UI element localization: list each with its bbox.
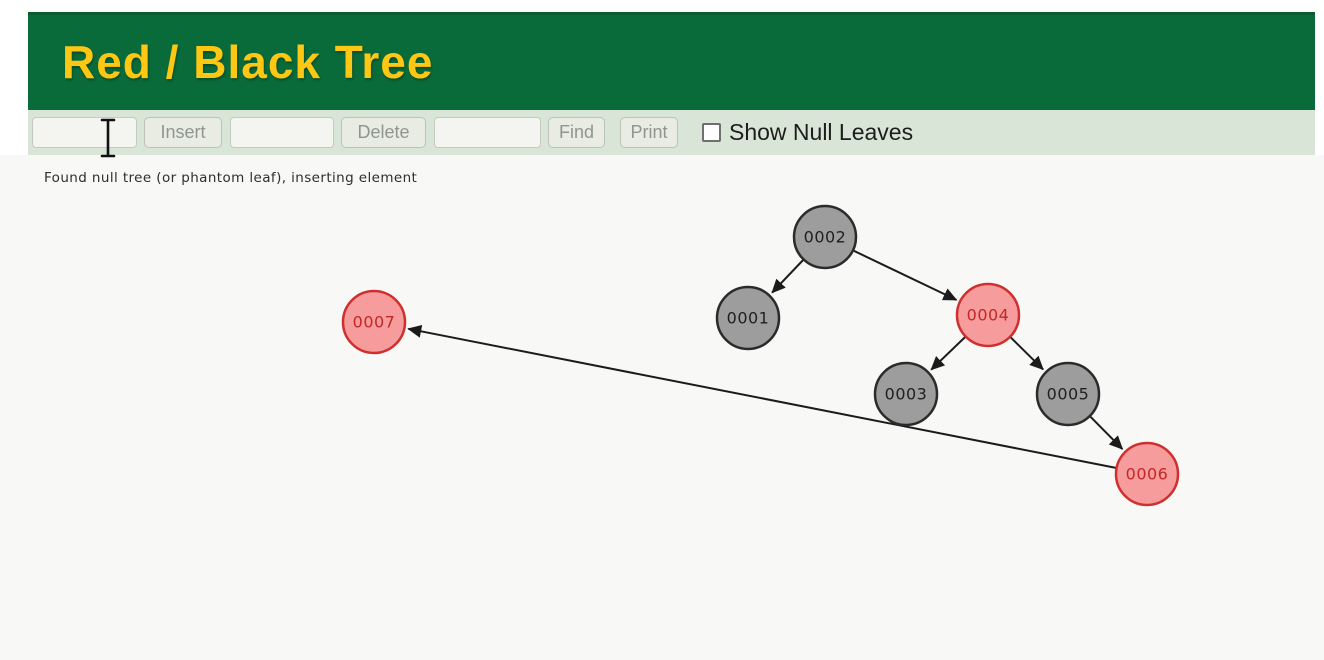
tree-edge-0004-0005 [1009, 336, 1044, 371]
tree-node-0006: 0006 [1114, 441, 1180, 507]
show-null-leaves-label: Show Null Leaves [729, 119, 914, 145]
print-button[interactable]: Print [620, 117, 678, 148]
tree-canvas-background [0, 155, 1324, 660]
status-message: Found null tree (or phantom leaf), inser… [44, 170, 418, 186]
svg-text:0002: 0002 [804, 228, 847, 247]
tree-node-0005: 0005 [1035, 361, 1101, 427]
svg-text:0005: 0005 [1047, 385, 1090, 404]
svg-text:0001: 0001 [727, 309, 770, 328]
tree-edge-0002-0001 [771, 258, 805, 294]
show-null-leaves-checkbox[interactable] [702, 123, 721, 142]
app-header: Red / Black Tree [28, 12, 1315, 110]
toolbar: Insert Delete Find Print Show Null Leave… [28, 110, 1315, 155]
tree-edge-0005-0006 [1089, 415, 1124, 450]
delete-button[interactable]: Delete [341, 117, 426, 148]
tree-edge-0004-0003 [930, 335, 967, 371]
tree-node-0001: 0001 [715, 285, 781, 351]
tree-node-0003: 0003 [873, 361, 939, 427]
svg-text:0007: 0007 [353, 313, 396, 332]
find-button[interactable]: Find [548, 117, 605, 148]
page-title: Red / Black Tree [62, 36, 434, 88]
tree-edge-0006-0007 [407, 324, 1117, 469]
svg-text:0006: 0006 [1126, 465, 1169, 484]
delete-input[interactable] [230, 117, 334, 148]
insert-button[interactable]: Insert [144, 117, 222, 148]
insert-input[interactable] [32, 117, 137, 148]
svg-text:0004: 0004 [967, 306, 1010, 325]
tree-edge-0002-0004 [852, 249, 958, 301]
svg-text:0003: 0003 [885, 385, 928, 404]
ibeam-cursor-icon [100, 118, 116, 158]
tree-node-0007: 0007 [341, 289, 407, 355]
find-input[interactable] [434, 117, 541, 148]
tree-node-0004: 0004 [955, 282, 1021, 348]
tree-node-0002: 0002 [792, 204, 858, 270]
